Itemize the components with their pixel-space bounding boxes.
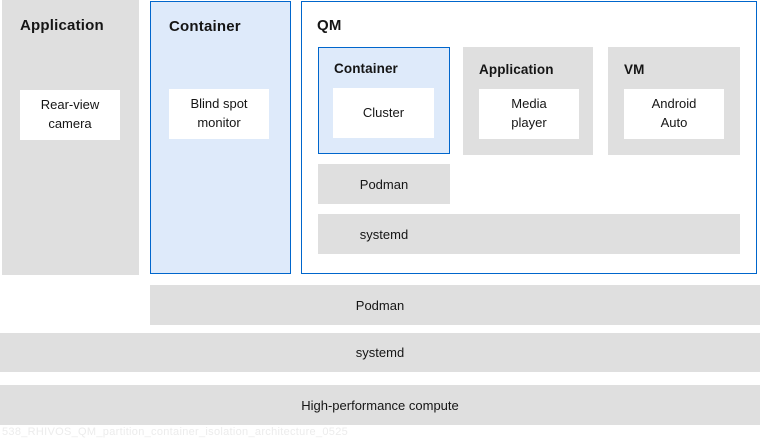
container-section-title: Container [169,18,241,35]
systemd-bar: systemd [0,333,760,372]
high-performance-compute-bar: High-performance compute [0,385,760,425]
podman-bar: Podman [0,285,760,325]
blind-spot-monitor-box: Blind spot monitor [169,89,269,139]
qm-section: QM Container Cluster Application Media p… [301,1,757,274]
podman-bar-fill [150,285,760,325]
android-auto-box: Android Auto [624,89,724,139]
application-section: Application Rear-view camera [2,0,139,275]
qm-application-box: Application Media player [463,47,593,155]
qm-application-title: Application [479,62,554,77]
high-performance-compute-bar-label: High-performance compute [301,397,459,413]
qm-section-title: QM [317,17,342,34]
cluster-box: Cluster [333,88,434,138]
qm-container-box: Container Cluster [318,47,450,154]
qm-podman-label: Podman [359,176,409,192]
rear-view-camera-box: Rear-view camera [20,90,120,140]
systemd-bar-fill [0,333,760,372]
media-player-box: Media player [479,89,579,139]
container-section: Container Blind spot monitor [150,1,291,274]
high-performance-compute-bar-fill [0,385,760,425]
qm-systemd-label: systemd [359,226,409,242]
qm-vm-title: VM [624,62,645,77]
qm-systemd-bar: systemd [318,214,740,254]
qm-container-title: Container [334,61,398,76]
systemd-bar-label: systemd [355,345,405,360]
application-section-title: Application [20,17,104,34]
qm-vm-box: VM Android Auto [608,47,740,155]
podman-bar-label: Podman [355,297,405,313]
watermark-text: 538_RHIVOS_QM_partition_container_isolat… [2,426,349,438]
qm-podman-bar: Podman [318,164,450,204]
